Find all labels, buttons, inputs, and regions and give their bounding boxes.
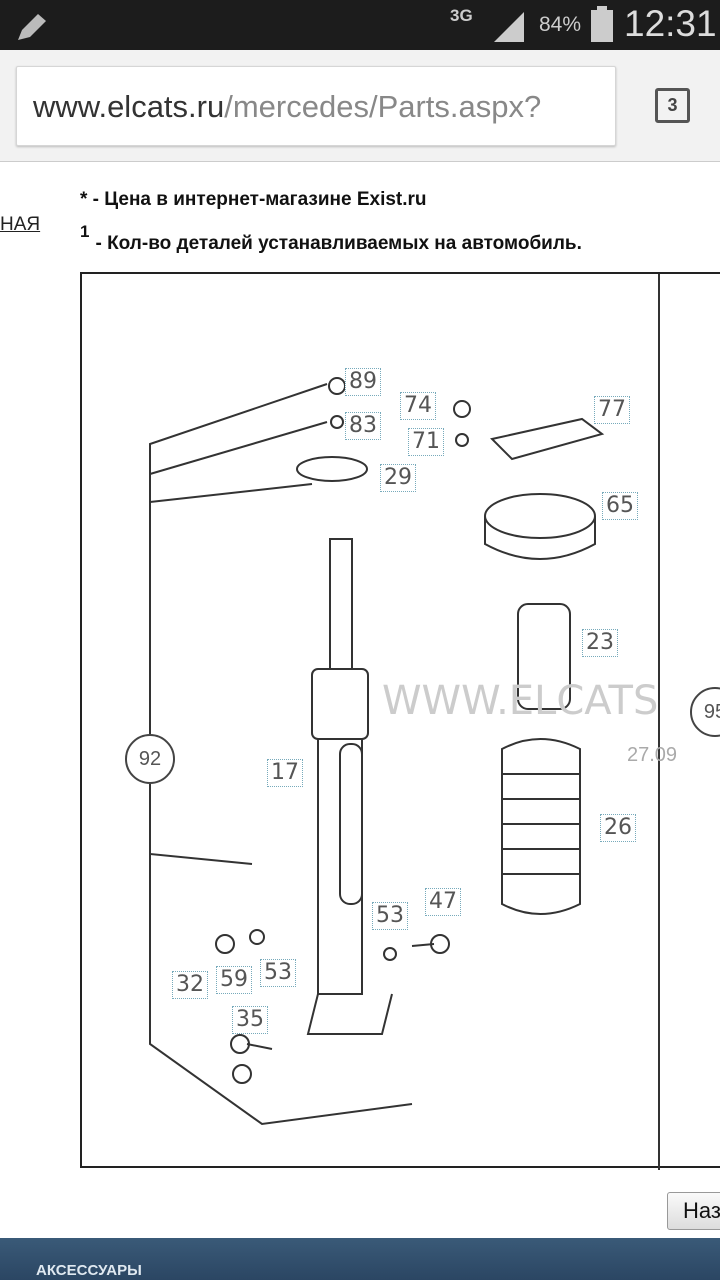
- network-type: 3G: [450, 6, 473, 25]
- quantity-note: 1 - Кол-во деталей устанавливаемых на авт…: [80, 222, 582, 254]
- part-label[interactable]: 29: [380, 464, 416, 492]
- price-note: * - Цена в интернет-магазине Exist.ru: [80, 189, 427, 210]
- back-button[interactable]: Наз: [667, 1192, 720, 1230]
- part-label[interactable]: 47: [425, 888, 461, 916]
- footer-nav: АКСЕССУАРЫ: [0, 1238, 720, 1280]
- part-label[interactable]: 35: [232, 1006, 268, 1034]
- part-label[interactable]: 65: [602, 492, 638, 520]
- url-path: /mercedes/Parts.aspx?: [224, 89, 542, 124]
- part-label[interactable]: 74: [400, 392, 436, 420]
- browser-toolbar: www.elcats.ru/mercedes/Parts.aspx? 3: [0, 50, 720, 162]
- url-field[interactable]: www.elcats.ru/mercedes/Parts.aspx?: [16, 66, 616, 146]
- clock: 12:31: [624, 3, 717, 44]
- watermark: WWW.ELCATS: [382, 678, 659, 724]
- part-label[interactable]: 26: [600, 814, 636, 842]
- part-label[interactable]: 59: [216, 966, 252, 994]
- group-label[interactable]: 92: [125, 734, 175, 784]
- parts-diagram[interactable]: WWW.ELCATS 89 83 74 71 77 29 65 23 17 26…: [80, 272, 720, 1170]
- footer-accessories-link[interactable]: АКСЕССУАРЫ: [36, 1262, 142, 1279]
- edit-icon: [18, 14, 46, 40]
- part-label[interactable]: 53: [372, 902, 408, 930]
- part-label[interactable]: 89: [345, 368, 381, 396]
- battery-percent: 84%: [539, 13, 582, 36]
- date-stamp: 27.09: [627, 744, 678, 766]
- url-host: www.elcats.ru: [33, 89, 225, 124]
- diagram-drawing: [149, 274, 660, 1170]
- status-bar: 3G 84% 12:31: [0, 0, 720, 50]
- battery-icon: [591, 6, 613, 42]
- part-label[interactable]: 32: [172, 971, 208, 999]
- part-label[interactable]: 53: [260, 959, 296, 987]
- part-label[interactable]: 71: [408, 428, 444, 456]
- tab-switcher-button[interactable]: 3: [655, 88, 690, 123]
- nav-link[interactable]: НАЯ: [0, 214, 41, 235]
- part-label[interactable]: 77: [594, 396, 630, 424]
- quantity-note-text: - Кол-во деталей устанавливаемых на авто…: [95, 233, 582, 254]
- part-label[interactable]: 23: [582, 629, 618, 657]
- part-label[interactable]: 83: [345, 412, 381, 440]
- part-label[interactable]: 17: [267, 759, 303, 787]
- quantity-mark: 1: [80, 222, 90, 241]
- signal-icon: [494, 12, 524, 42]
